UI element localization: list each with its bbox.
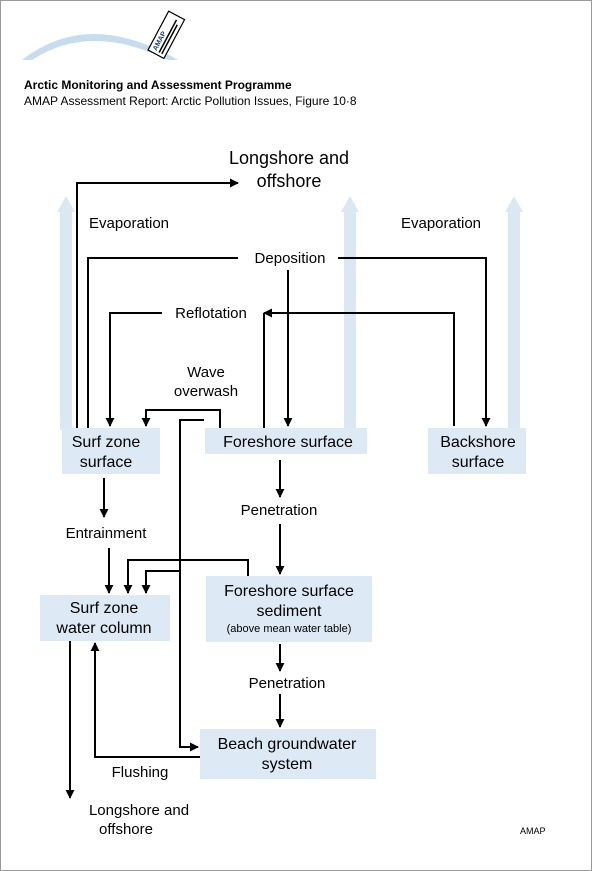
arrow-sediment-to-water [123,559,249,594]
bottom-destination-line2: offshore [99,821,153,838]
bottom-destination-line1: Longshore and [89,802,189,819]
arrow-surf-to-offshore [76,178,239,428]
beach-groundwater-line1: Beach groundwater [218,736,357,753]
evaporation-arrow-right [505,196,523,430]
arrow-deposition-left [87,257,238,428]
foreshore-sediment-box [206,576,372,642]
report-subtitle: AMAP Assessment Report: Arctic Pollution… [24,94,357,108]
logo-arc [22,34,178,60]
flow-lines [65,178,491,799]
deposition-right-line [338,257,491,427]
entrainment-label: Entrainment [66,525,148,542]
wave-overwash-line1: Wave [187,364,225,381]
foreshore-sediment-line2: sediment [257,603,322,620]
beach-groundwater-line2: system [262,756,313,773]
evaporation-right-label: Evaporation [401,215,481,232]
foreshore-surface-label: Foreshore surface [223,434,353,451]
evaporation-arrow-left [57,196,75,430]
wave-overwash-line2: overwash [174,383,238,400]
boxes [40,428,526,779]
penetration-label-2: Penetration [249,675,326,692]
evaporation-arrows [57,196,523,430]
penetration-label-1: Penetration [241,502,318,519]
foreshore-surface-box [205,428,367,454]
surf-zone-water-line2: water column [55,620,151,637]
top-destination-line2: offshore [257,171,322,191]
surf-zone-surface-line2: surface [80,454,133,471]
arrow-foreshore-groundwater [179,419,204,752]
labels: Longshore and offshore Evaporation Evapo… [50,148,516,838]
beach-groundwater-box [200,729,376,779]
footer-credit: AMAP [520,826,546,836]
surf-zone-water-line1: Surf zone [70,600,139,617]
top-destination-line1: Longshore and [229,148,349,168]
flushing-label: Flushing [112,764,169,781]
surf-zone-surface-line1: Surf zone [72,434,141,451]
amap-logo: AMAP [22,10,186,60]
surf-zone-surface-box [62,428,160,474]
arrow-reflotation-surf [105,312,162,427]
backshore-surface-box [428,428,526,474]
backshore-surface-line1: Backshore [440,434,516,451]
arrow-reflotation-backshore [263,308,455,426]
evaporation-left-label: Evaporation [89,215,169,232]
foreshore-sediment-line3: (above mean water table) [227,623,352,635]
foreshore-sediment-line1: Foreshore surface [224,583,354,600]
reflotation-label: Reflotation [175,305,247,322]
backshore-surface-line2: surface [452,454,505,471]
evaporation-arrow-middle [341,196,359,430]
surf-zone-water-column-box [40,595,170,641]
arrow-wave-overwash [141,409,221,428]
deposition-label: Deposition [255,250,326,267]
arrow-flushing [90,642,200,758]
arrow-groundwater-water [141,570,180,594]
organization-title: Arctic Monitoring and Assessment Program… [24,78,292,92]
